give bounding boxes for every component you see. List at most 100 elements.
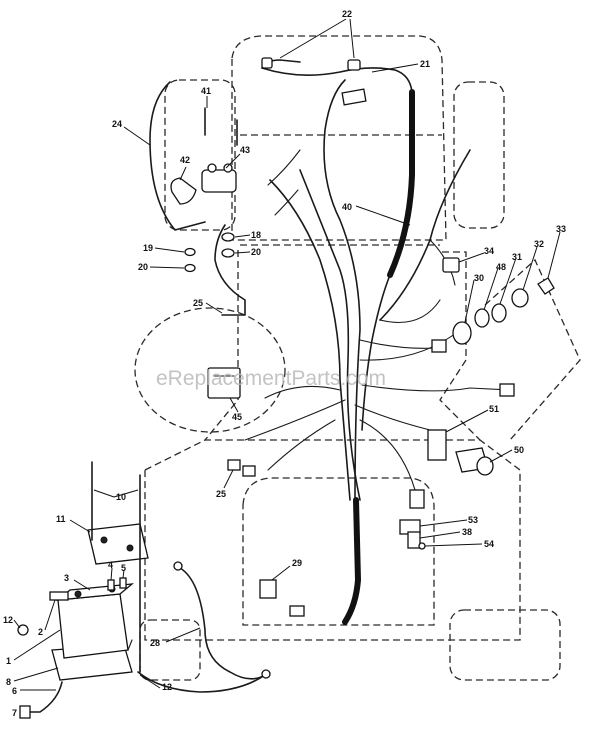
nut-20a: [184, 263, 196, 273]
harness-wire: [274, 189, 299, 216]
rear-body: [144, 439, 521, 641]
leader-21: [371, 63, 419, 73]
connector-mid: [431, 339, 447, 353]
solenoid-post: [223, 163, 233, 173]
callout-1: 1: [6, 656, 11, 666]
leader-12a: [13, 619, 21, 629]
wiring-harness: [149, 59, 511, 625]
harness-wire: [354, 404, 431, 431]
harness-wire: [379, 299, 441, 324]
frame-right: [439, 251, 481, 441]
cable-24: [149, 81, 206, 231]
leader-10: [113, 489, 139, 498]
solenoid-post: [207, 163, 217, 173]
hood-outline: [231, 35, 447, 241]
leader-33: [547, 231, 561, 279]
callout-21: 21: [420, 59, 430, 69]
battery-post: [74, 590, 82, 598]
callout-3: 3: [64, 573, 69, 583]
harness-wire: [323, 79, 361, 501]
callout-20b: 20: [251, 247, 261, 257]
callout-8: 8: [6, 677, 11, 687]
callout-29: 29: [292, 558, 302, 568]
switch-34: [442, 257, 460, 273]
cable-25: [214, 224, 246, 316]
harness-wire: [267, 149, 301, 186]
harness-wire: [267, 419, 336, 471]
leader-5: [122, 569, 125, 579]
ignition-switch-30: [452, 321, 472, 345]
callout-18: 18: [251, 230, 261, 240]
watermark: eReplacementParts.com: [156, 367, 386, 390]
leader-29: [271, 565, 291, 581]
switch-38: [407, 531, 421, 549]
cover-7: [19, 705, 31, 719]
callout-54: 54: [484, 539, 494, 549]
frame-left: [204, 250, 239, 441]
leader-50: [489, 449, 513, 463]
callout-53: 53: [468, 515, 478, 525]
callout-41: 41: [201, 86, 211, 96]
connector-21: [341, 88, 367, 106]
tractor-outline: [134, 35, 581, 681]
harness-wire: [361, 384, 511, 392]
callout-20a: 20: [138, 262, 148, 272]
nut-12: [17, 624, 29, 636]
leader-lines: [13, 18, 561, 691]
terminal-5: [119, 577, 127, 589]
callout-50: 50: [514, 445, 524, 455]
harness-wire: [361, 274, 391, 431]
callout-24: 24: [112, 119, 122, 129]
boot-42: [170, 177, 197, 205]
leader-2: [44, 599, 56, 631]
rear-right-tire: [449, 609, 561, 681]
leader-20b: [234, 251, 251, 254]
headlight-plug-22b: [347, 59, 361, 71]
callout-42: 42: [180, 155, 190, 165]
callout-7: 7: [12, 708, 17, 718]
callout-38: 38: [462, 527, 472, 537]
leader-18: [234, 234, 251, 238]
leader-25a: [205, 302, 223, 314]
leader-38: [419, 531, 461, 539]
callout-33: 33: [556, 224, 566, 234]
callout-48: 48: [496, 262, 506, 272]
side-panel: [484, 258, 581, 441]
leader-48: [483, 267, 499, 311]
seat-outline: [242, 477, 435, 626]
hold-down-hole: [100, 536, 108, 544]
callout-labels: 22 21 41 24 43 42 40 18 19 20 20 25 34 3…: [3, 9, 566, 718]
callout-12b: 12: [162, 682, 172, 692]
callout-22: 22: [342, 9, 352, 19]
callout-6: 6: [12, 686, 17, 696]
leader-34: [458, 252, 485, 263]
rear-left-tire: [139, 619, 201, 681]
front-right-tire: [453, 81, 505, 229]
connector-rear: [409, 489, 425, 509]
callout-51: 51: [489, 404, 499, 414]
leader-20a: [149, 266, 185, 269]
cable-28-terminal: [173, 561, 183, 571]
leader-43: [225, 153, 241, 169]
battery-1: [57, 593, 129, 659]
leader-12b: [139, 674, 161, 689]
callout-12a: 12: [3, 615, 13, 625]
connector-mid: [499, 383, 515, 397]
callout-40: 40: [342, 202, 352, 212]
solenoid-43: [201, 169, 237, 193]
terminal-3: [49, 591, 69, 601]
callout-19: 19: [143, 243, 153, 253]
key-33: [537, 277, 555, 295]
leader-11: [69, 519, 91, 533]
callout-10: 10: [116, 492, 126, 502]
nut-48: [474, 308, 490, 328]
leader-19: [154, 247, 185, 253]
leader-42: [179, 166, 187, 181]
callout-4: 4: [108, 560, 113, 570]
callout-11: 11: [56, 514, 66, 524]
callout-28: 28: [150, 638, 160, 648]
seat-switch-29: [259, 579, 277, 599]
battery-cable-12: [137, 671, 266, 693]
cable-6: [23, 681, 63, 713]
